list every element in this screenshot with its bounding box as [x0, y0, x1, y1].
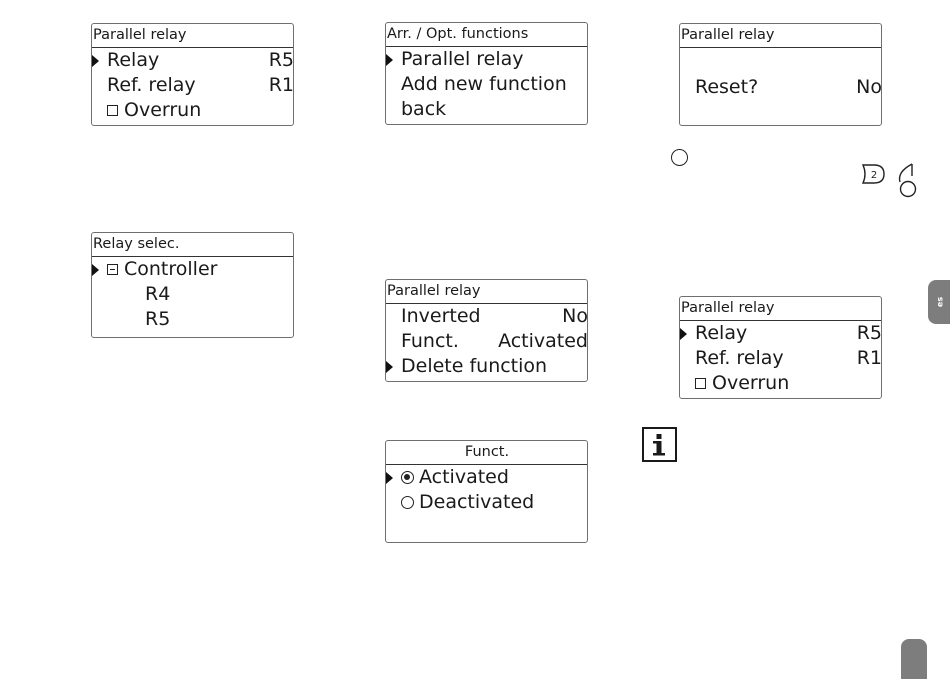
checkbox-icon[interactable] — [107, 105, 118, 116]
screen-title: Parallel relay — [680, 24, 881, 48]
screen-title: Funct. — [386, 441, 587, 465]
menu-item-label: back — [401, 97, 446, 122]
menu-item-parallel-relay[interactable]: Parallel relay — [386, 47, 587, 72]
screen-title: Relay selec. — [92, 233, 293, 257]
menu-item-value: No — [562, 304, 588, 329]
screen-arr-opt-functions: Arr. / Opt. functions Parallel relay Add… — [385, 22, 588, 125]
option-label: Activated — [419, 466, 509, 488]
menu-item-label: Funct. — [401, 329, 459, 354]
cursor-arrow-icon — [386, 472, 393, 484]
collapse-icon[interactable] — [107, 264, 118, 275]
menu-item-label: Relay — [695, 321, 747, 346]
menu-item-value: R5 — [857, 321, 882, 346]
option-activated[interactable]: Activated — [386, 465, 587, 490]
menu-item-label: Inverted — [401, 304, 481, 329]
menu-item-ref-relay[interactable]: Ref. relay R1 — [92, 73, 293, 98]
menu-item-value: No — [856, 75, 882, 100]
menu-item-relay[interactable]: Relay R5 — [680, 321, 881, 346]
radio-unselected-icon[interactable] — [401, 496, 414, 509]
screen-title: Parallel relay — [680, 297, 881, 321]
ok-button-icon[interactable] — [671, 149, 688, 166]
menu-item-back[interactable]: back — [386, 97, 587, 122]
menu-item-label: Overrun — [124, 99, 201, 121]
menu-item-label: Ref. relay — [107, 73, 196, 98]
menu-item-overrun[interactable]: Overrun — [680, 371, 881, 396]
menu-item-value: R1 — [857, 346, 882, 371]
menu-item-overrun[interactable]: Overrun — [92, 98, 293, 123]
language-tab-label: es — [936, 297, 945, 307]
screen-parallel-relay-reset: Parallel relay Reset? No — [679, 23, 882, 126]
menu-item-label: R4 — [145, 282, 170, 307]
cursor-arrow-icon — [386, 54, 393, 66]
option-deactivated[interactable]: Deactivated — [386, 490, 587, 515]
menu-item-label: Overrun — [712, 372, 789, 394]
button-number: 2 — [871, 170, 877, 181]
cursor-arrow-icon — [386, 361, 393, 373]
menu-item-funct[interactable]: Funct. Activated — [386, 329, 587, 354]
screen-parallel-relay-settings: Parallel relay Inverted No Funct. Activa… — [385, 279, 588, 382]
menu-item-delete-function[interactable]: Delete function — [386, 354, 587, 379]
menu-item-controller[interactable]: Controller — [92, 257, 293, 282]
rotary-knob-icon[interactable] — [893, 162, 919, 198]
cursor-arrow-icon — [92, 264, 99, 276]
language-tab[interactable]: es — [928, 280, 950, 324]
menu-item-label: Relay — [107, 48, 159, 73]
cursor-arrow-icon — [92, 55, 99, 67]
menu-item-inverted[interactable]: Inverted No — [386, 304, 587, 329]
menu-item-label: Delete function — [401, 354, 547, 379]
menu-item-label: Add new function — [401, 72, 567, 97]
menu-item-add-new-function[interactable]: Add new function — [386, 72, 587, 97]
menu-item-reset[interactable]: Reset? No — [680, 75, 881, 100]
menu-item-r4[interactable]: R4 — [92, 282, 293, 307]
screen-relay-selection: Relay selec. Controller R4 R5 — [91, 232, 294, 338]
screen-title: Parallel relay — [92, 24, 293, 48]
screen-funct-select: Funct. Activated Deactivated — [385, 440, 588, 543]
menu-item-label: Parallel relay — [401, 47, 524, 72]
menu-item-label: Ref. relay — [695, 346, 784, 371]
screen-parallel-relay-result: Parallel relay Relay R5 Ref. relay R1 Ov… — [679, 296, 882, 399]
menu-item-label: Controller — [124, 258, 217, 280]
menu-item-r5[interactable]: R5 — [92, 307, 293, 332]
menu-item-label: Reset? — [695, 75, 758, 100]
right-button-icon[interactable]: 2 — [861, 163, 887, 185]
menu-item-label: R5 — [145, 307, 170, 332]
menu-item-value: R1 — [269, 73, 294, 98]
page-number-tab — [901, 639, 927, 679]
cursor-arrow-icon — [680, 328, 687, 340]
menu-item-value: R5 — [269, 48, 294, 73]
info-icon — [642, 427, 677, 462]
option-label: Deactivated — [419, 491, 534, 513]
checkbox-icon[interactable] — [695, 378, 706, 389]
menu-item-relay[interactable]: Relay R5 — [92, 48, 293, 73]
menu-item-value: Activated — [498, 329, 588, 354]
screen-title: Arr. / Opt. functions — [386, 23, 587, 47]
screen-parallel-relay-main: Parallel relay Relay R5 Ref. relay R1 Ov… — [91, 23, 294, 126]
menu-item-ref-relay[interactable]: Ref. relay R1 — [680, 346, 881, 371]
radio-selected-icon[interactable] — [401, 471, 414, 484]
screen-title: Parallel relay — [386, 280, 587, 304]
